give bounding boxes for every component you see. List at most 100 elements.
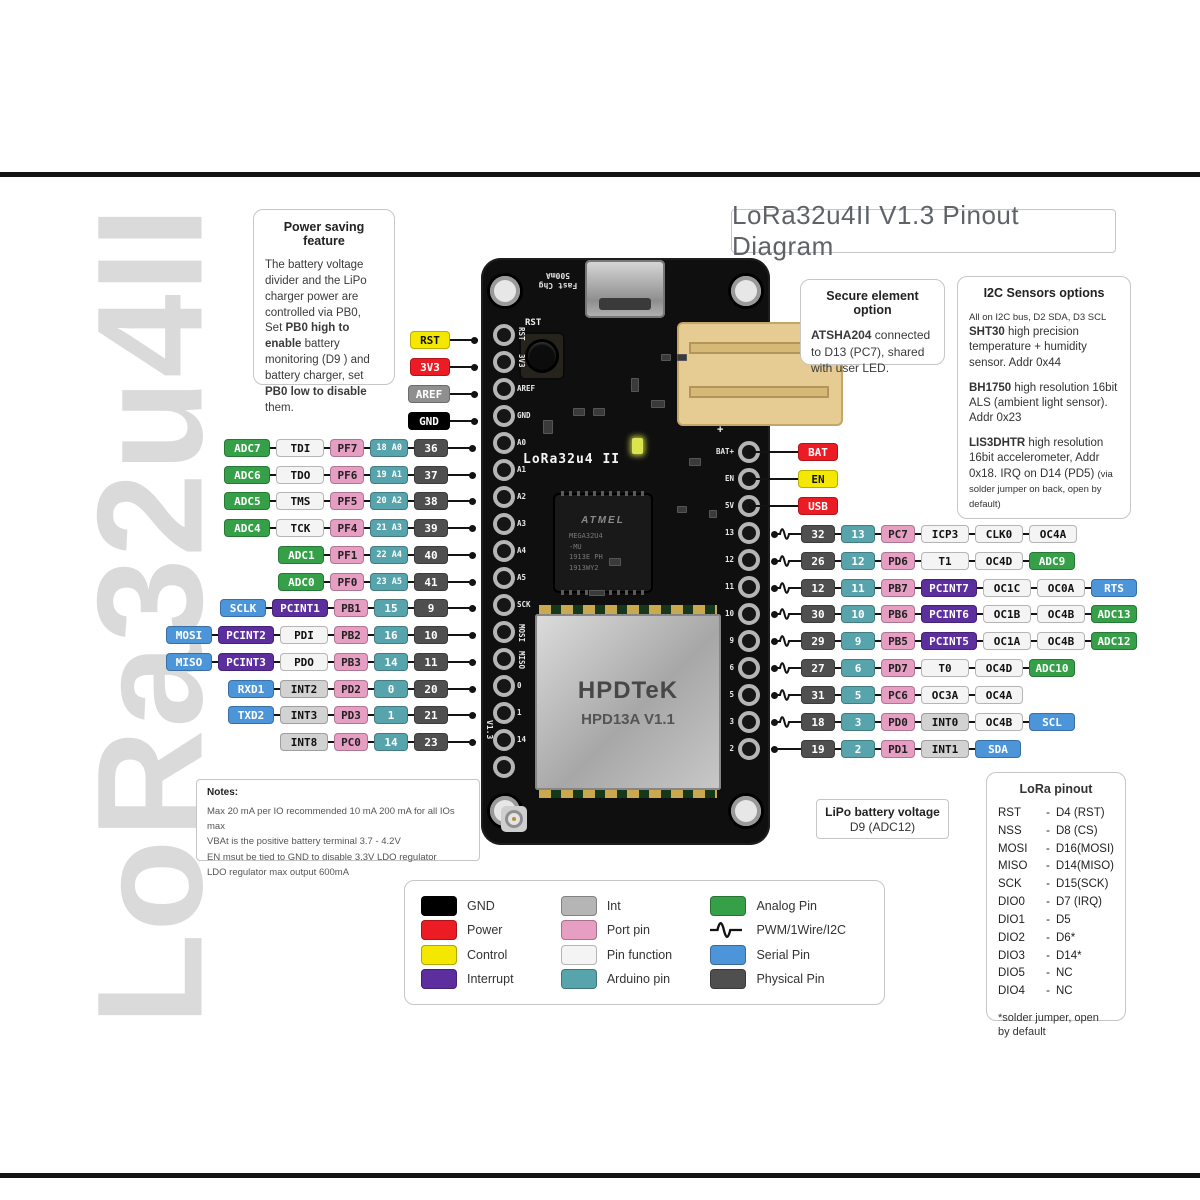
pin-badge-10: 10: [841, 605, 875, 623]
pin-badge-pdi: PDI: [280, 626, 328, 644]
usb-slot: [599, 298, 651, 310]
pwm-wire: [771, 685, 795, 705]
pin-badge-23-a5: 23 A5: [370, 573, 408, 591]
wire: [454, 572, 476, 592]
note-line: VBAt is the positive battery terminal 3.…: [207, 836, 401, 848]
pin-badge-pd0: PD0: [881, 713, 915, 731]
pin-badge-icp3: ICP3: [921, 525, 969, 543]
lora-module-shield: HPDTeK HPD13A V1.1: [535, 614, 721, 790]
text-run: high resolution 16bit accelerometer, Add…: [969, 437, 1104, 480]
chip-brand: ATMEL: [581, 515, 625, 526]
pad-label-rst: RST: [517, 327, 526, 341]
pin-badge-adc13: ADC13: [1091, 605, 1137, 623]
legend-item-pwm-1wire-i2c: PWM/1Wire/I2C: [710, 918, 868, 942]
pad-label-12: 12: [724, 555, 734, 564]
pin-badge-rxd1: RXD1: [228, 680, 274, 698]
pad-label-bat: BAT+: [715, 447, 734, 456]
chip-marking-line: 1913WY2: [569, 563, 599, 572]
through-hole-pad: [493, 432, 515, 454]
lora-dash: -: [1046, 985, 1050, 998]
text-run: BH1750: [969, 381, 1012, 394]
lora-name: MOSI: [998, 842, 1028, 855]
pwm-wire: [771, 631, 795, 651]
lora-dash: -: [1046, 913, 1050, 926]
pin-badge-2: 2: [841, 740, 875, 758]
control-row-aref: AREF: [408, 384, 478, 404]
smd-component: [609, 558, 621, 566]
legend-item-analog-pin: Analog Pin: [710, 894, 868, 918]
pin-badge-14: 14: [374, 733, 408, 751]
smd-component: [589, 590, 605, 596]
pin-badge-26: 26: [801, 552, 835, 570]
through-hole-pad: [738, 549, 760, 571]
pin-badge-pd1: PD1: [881, 740, 915, 758]
control-row-gnd: GND: [408, 411, 478, 431]
control-row-bat: BAT: [748, 442, 838, 462]
pin-badge-mosi: MOSI: [166, 626, 212, 644]
ufl-antenna-connector: [501, 806, 527, 832]
pin-badge-40: 40: [414, 546, 448, 564]
pin-badge-19-a1: 19 A1: [370, 466, 408, 484]
lora-dash: -: [1046, 807, 1050, 819]
pad-label-sck: SCK: [517, 600, 531, 609]
control-row-rst: RST: [410, 330, 478, 350]
pin-badge-oc4b: OC4B: [1037, 605, 1085, 623]
lora-val: D8 (CS): [1056, 824, 1098, 837]
pad-label-a3: A3: [517, 519, 527, 528]
legend-label: GND: [467, 899, 495, 913]
through-hole-pad: [738, 630, 760, 652]
pin-badge-20: 20: [414, 680, 448, 698]
legend-label: Control: [467, 947, 508, 962]
pin-badge-31: 31: [801, 686, 835, 704]
smd-component: [631, 378, 639, 392]
pad-label-mosi: MOSI: [517, 624, 526, 643]
pin-badge-pf0: PF0: [330, 573, 365, 591]
through-hole-pad: [493, 405, 515, 427]
pin-badge-41: 41: [414, 573, 448, 591]
legend-item-pin-function: Pin function: [560, 943, 711, 967]
pwm-wire: [771, 578, 795, 598]
legend-swatch-ard: [560, 968, 597, 989]
pin-badge-27: 27: [801, 659, 835, 677]
lora-name: MISO: [998, 860, 1028, 873]
bottom-divider: [0, 1173, 1200, 1178]
legend-label: Interrupt: [467, 971, 514, 986]
wire: [456, 411, 478, 431]
pad-label-en: EN: [724, 474, 734, 483]
pwm-wire: [771, 658, 795, 678]
pin-badge-18: 18: [801, 713, 835, 731]
pin-badge-clk0: CLK0: [975, 525, 1023, 543]
lora-pinout-row: DIO1-D5: [998, 912, 1114, 930]
through-hole-pad: [493, 594, 515, 616]
pin-badge-miso: MISO: [166, 653, 212, 671]
page-title: LoRa32u4II V1.3 Pinout Diagram: [732, 200, 1020, 261]
lora-pinout-row: DIO5-NC: [998, 965, 1114, 983]
text-run: high resolution 16bit ALS (ambient light…: [969, 381, 1118, 425]
lora-dash: -: [1046, 896, 1050, 909]
pin-badge-int3: INT3: [280, 706, 328, 724]
through-hole-pad: [493, 459, 515, 481]
pin-badge-18-a0: 18 A0: [370, 439, 408, 457]
legend-item-int: Int: [560, 894, 711, 918]
legend-swatch-int: [560, 896, 597, 916]
legend-item-physical-pin: Physical Pin: [710, 967, 868, 991]
pin-badge-rts: RTS: [1091, 579, 1137, 597]
through-hole-pad: [738, 657, 760, 679]
notes-title: Notes:: [207, 787, 239, 798]
legend-swatch-phys: [710, 968, 747, 989]
pin-badge-11: 11: [841, 579, 875, 597]
wire: [456, 384, 478, 404]
lora-pinout-row: RST-D4 (RST): [998, 805, 1114, 823]
battery-connector-slot: [689, 386, 829, 398]
